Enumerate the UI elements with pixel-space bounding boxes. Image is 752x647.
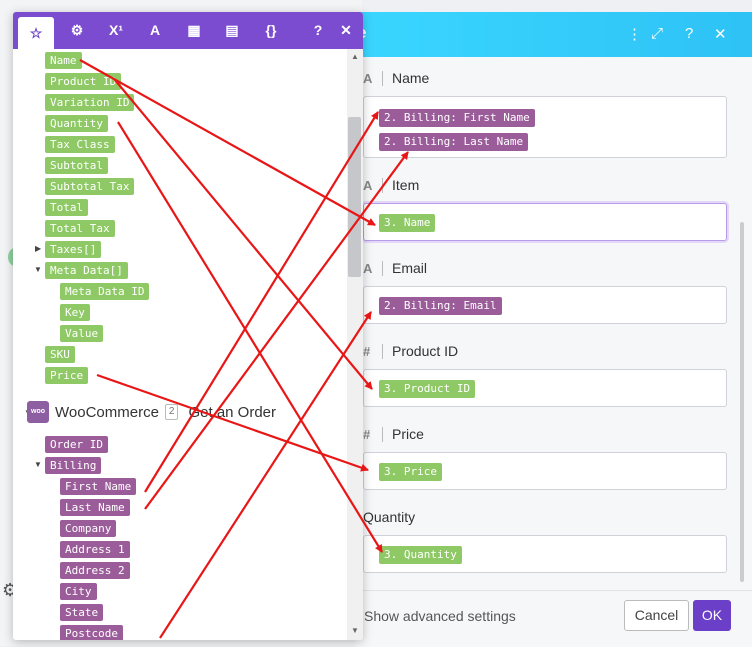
scroll-up-icon[interactable]: ▲ xyxy=(351,52,359,61)
tree-item[interactable]: City xyxy=(60,583,97,600)
field-label-email: A Email xyxy=(363,260,428,276)
mapped-value-pill[interactable]: 2. Billing: First Name xyxy=(379,109,535,127)
cancel-button[interactable]: Cancel xyxy=(624,600,689,631)
close-icon[interactable]: ✕ xyxy=(714,26,727,43)
quantity-field[interactable]: 3. Quantity xyxy=(363,535,727,573)
mapped-value-pill[interactable]: 3. Name xyxy=(379,214,436,232)
tree-item[interactable]: State xyxy=(60,604,104,621)
tree-item[interactable]: Tax Class xyxy=(45,136,115,153)
text-type-icon: A xyxy=(363,70,373,86)
tree-item[interactable]: Subtotal Tax xyxy=(45,178,135,195)
settings-footer: Show advanced settings Cancel OK xyxy=(355,590,752,647)
tree-item[interactable]: Price xyxy=(45,367,89,384)
tree-item[interactable]: Meta Data ID xyxy=(60,283,150,300)
scroll-down-icon[interactable]: ▼ xyxy=(351,626,359,635)
field-label-quantity: Quantity xyxy=(363,509,416,525)
tree-item[interactable]: Quantity xyxy=(45,115,108,132)
tree-item[interactable]: Product ID xyxy=(45,73,122,90)
tree-item[interactable]: SKU xyxy=(45,346,75,363)
mapper-toolbar: ☆ ⚙ X¹ A ▦ ▤ {} ? ✕ xyxy=(13,12,363,49)
product-id-field[interactable]: 3. Product ID xyxy=(363,369,727,407)
item-field[interactable]: 3. Name xyxy=(363,203,727,241)
gear-icon[interactable]: ⚙ xyxy=(70,22,84,38)
text-icon[interactable]: A xyxy=(149,22,161,38)
mapping-panel: ☆ ⚙ X¹ A ▦ ▤ {} ? ✕ Name Product ID Vari… xyxy=(13,12,363,640)
settings-scrollbar[interactable] xyxy=(740,222,744,582)
tree-item[interactable]: First Name xyxy=(60,478,137,495)
close-icon[interactable]: ✕ xyxy=(340,22,352,38)
module-settings-panel: e ⋮ ⤢ ? ✕ A Name 2. Billing: First Name … xyxy=(355,12,752,647)
help-icon[interactable]: ? xyxy=(313,22,323,38)
tree-item[interactable]: Order ID xyxy=(45,436,108,453)
tree-item[interactable]: Taxes[] xyxy=(45,241,102,258)
expand-arrow-icon[interactable]: ▶ xyxy=(35,244,42,253)
mapper-scrollbar-thumb[interactable] xyxy=(348,117,361,277)
field-label-name: A Name xyxy=(363,70,430,86)
settings-header: e ⋮ ⤢ ? ✕ xyxy=(355,12,752,57)
text-type-icon: A xyxy=(363,260,373,276)
tree-item[interactable]: Postcode xyxy=(60,625,123,640)
mapped-value-pill[interactable]: 2. Billing: Email xyxy=(379,297,502,315)
tree-item[interactable]: Company xyxy=(60,520,117,537)
module-number-badge: 2 xyxy=(164,404,179,420)
field-label-product-id: # Product ID xyxy=(363,343,459,359)
mapped-value-pill[interactable]: 2. Billing: Last Name xyxy=(379,133,529,151)
expand-icon[interactable]: ⤢ xyxy=(651,25,664,42)
mapped-value-pill[interactable]: 3. Price xyxy=(379,463,442,481)
tree-item[interactable]: Variation ID xyxy=(45,94,135,111)
woocommerce-logo-icon: woo xyxy=(27,401,49,423)
woocommerce-module-row[interactable]: woo WooCommerce 2 Get an Order xyxy=(21,401,276,423)
collapse-arrow-icon[interactable]: ▼ xyxy=(34,265,42,274)
more-vert-icon[interactable]: ⋮ xyxy=(627,26,642,43)
table-icon[interactable]: ▤ xyxy=(225,22,239,38)
module-action: Get an Order xyxy=(188,403,277,421)
tree-item[interactable]: Billing xyxy=(45,457,102,474)
field-label-price: # Price xyxy=(363,426,424,442)
tree-item[interactable]: Key xyxy=(60,304,90,321)
module-name: WooCommerce xyxy=(55,403,159,421)
tree-item[interactable]: Value xyxy=(60,325,104,342)
price-field[interactable]: 3. Price xyxy=(363,452,727,490)
help-icon[interactable]: ? xyxy=(685,25,694,42)
tree-item[interactable]: Address 2 xyxy=(60,562,130,579)
show-advanced-settings-toggle[interactable]: Show advanced settings xyxy=(364,608,516,624)
calendar-icon[interactable]: ▦ xyxy=(187,22,201,38)
email-field[interactable]: 2. Billing: Email xyxy=(363,286,727,324)
superscript-icon[interactable]: X¹ xyxy=(109,22,123,38)
collapse-arrow-icon[interactable]: ▼ xyxy=(34,460,42,469)
braces-icon[interactable]: {} xyxy=(265,22,277,38)
mapped-value-pill[interactable]: 3. Product ID xyxy=(379,380,476,398)
ok-button[interactable]: OK xyxy=(693,600,731,631)
tree-item[interactable]: Address 1 xyxy=(60,541,130,558)
name-field[interactable]: 2. Billing: First Name 2. Billing: Last … xyxy=(363,96,727,158)
tree-item[interactable]: Name xyxy=(45,52,82,69)
tree-item[interactable]: Total xyxy=(45,199,89,216)
tree-item[interactable]: Meta Data[] xyxy=(45,262,128,279)
mapped-value-pill[interactable]: 3. Quantity xyxy=(379,546,462,564)
field-label-item: A Item xyxy=(363,177,420,193)
number-type-icon: # xyxy=(363,426,371,442)
number-type-icon: # xyxy=(363,343,371,359)
tree-item[interactable]: Subtotal xyxy=(45,157,108,174)
tree-item[interactable]: Total Tax xyxy=(45,220,115,237)
tree-item[interactable]: Last Name xyxy=(60,499,130,516)
star-icon[interactable]: ☆ xyxy=(18,17,54,49)
text-type-icon: A xyxy=(363,177,373,193)
